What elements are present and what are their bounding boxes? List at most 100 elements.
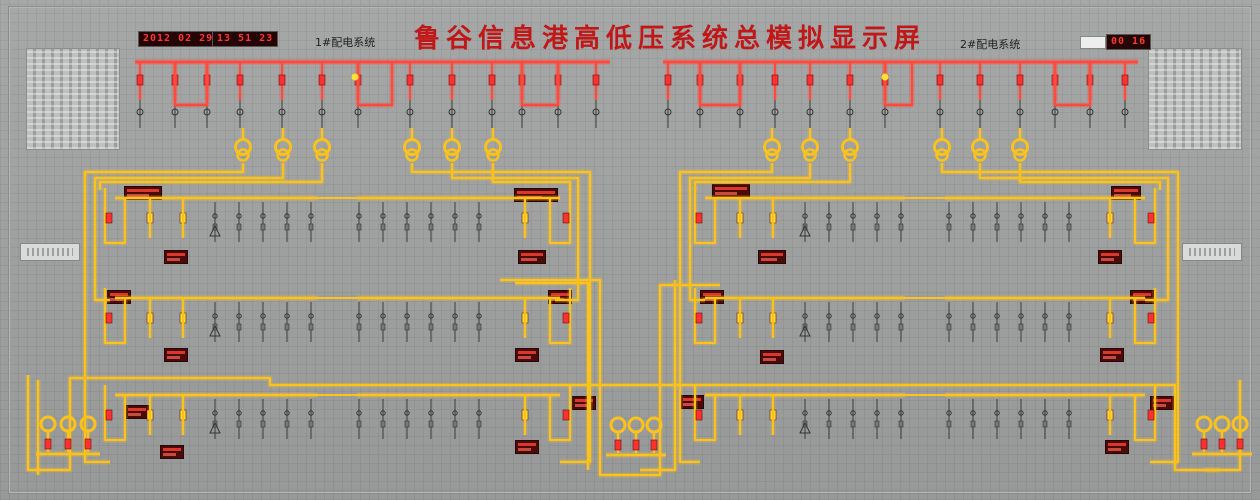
right-hv-ct-0 (664, 108, 672, 116)
center-generator-breaker-2 (650, 439, 658, 451)
meter-r5 (680, 395, 704, 409)
left-lv-2-feeder-1-switch (236, 323, 242, 331)
meter-l10 (515, 348, 539, 362)
left-lv-2-feeder-2-switch (260, 323, 266, 331)
right-lv-1-feeder-2-switch (850, 223, 856, 231)
cable-5 (491, 163, 572, 190)
left-lv-1-feeder-8-switch (404, 223, 410, 231)
left-transformer-0-ring2 (236, 148, 250, 162)
cable-10 (640, 280, 677, 472)
left-lv-2-incomer-breaker-a (105, 312, 113, 324)
right-hv-ct-11 (1086, 108, 1094, 116)
left-transformer-4-ring2 (445, 148, 459, 162)
cable-3 (410, 163, 592, 464)
left-lv-1-feeder-9-switch (428, 223, 434, 231)
left-hv-ct-2 (203, 108, 211, 116)
right-lv-3-feeder-1-switch (826, 420, 832, 428)
left-lv-3-feeder-11-switch (476, 420, 482, 428)
right-hv-breaker-7 (936, 74, 944, 86)
left-hv-ct-1 (171, 108, 179, 116)
left-lv-2-capacitor (209, 324, 221, 337)
left-hv-ct-8 (448, 108, 456, 116)
right-transformer-3-ring2 (935, 148, 949, 162)
meter-r2 (758, 250, 786, 264)
cable-2 (98, 163, 324, 190)
right-lv-3-feeder-11-switch (1066, 420, 1072, 428)
left-transformer-3-ring2 (405, 148, 419, 162)
panel-frame (8, 6, 1252, 494)
left-lv-1-feeder-1-ct (236, 213, 242, 219)
left-lv-1-feeder-8-ct (404, 213, 410, 219)
right-lv-1-feeder-10-ct (1042, 213, 1048, 219)
left-lv-1-feeder-11-switch (476, 223, 482, 231)
left-hv-breaker-12 (592, 74, 600, 86)
left-transformer-5-ring (484, 138, 502, 156)
right-hv-breaker-9 (1016, 74, 1024, 86)
right-lv-1-feeder-11-ct (1066, 213, 1072, 219)
panel-title: 鲁谷信息港高低压系统总模拟显示屏 (413, 24, 926, 54)
left-lv-1-feeder-1-switch (236, 223, 242, 231)
left-transformer-3-ring (403, 138, 421, 156)
right-hv-ct-12 (1121, 108, 1129, 116)
right-lv-1-feeder-4-ct (898, 213, 904, 219)
left-lv-1-incomer-breaker-a (105, 212, 113, 224)
right-vent-grid (1148, 48, 1242, 150)
right-generator-1 (1213, 415, 1231, 433)
cable-0 (83, 163, 245, 464)
left-transformer-4-ring (443, 138, 461, 156)
left-lv-1-feeder-10-switch (452, 223, 458, 231)
left-hv-ct-9 (488, 108, 496, 116)
right-hv-open-indicator (881, 73, 889, 81)
right-transformer-4-ring2 (973, 148, 987, 162)
left-hv-ct-4 (278, 108, 286, 116)
right-transformer-0-ring (763, 138, 781, 156)
left-lv-3-feeder-3-ct (284, 410, 290, 416)
cable-12 (688, 163, 812, 302)
center-generator-breaker-1 (632, 439, 640, 451)
right-lv-3-feeder-8-ct (994, 410, 1000, 416)
left-hv-breaker-4 (278, 74, 286, 86)
right-lv-1-feeder-6-ct (946, 213, 952, 219)
left-lv-1-feeder-11-ct (476, 213, 482, 219)
meter-r7 (1098, 250, 1122, 264)
left-hv-breaker-9 (488, 74, 496, 86)
left-transformer-1-ring (274, 138, 292, 156)
left-hv-ct-10 (518, 108, 526, 116)
right-lv-1-feeder-10-switch (1042, 223, 1048, 231)
right-hv-ct-2 (736, 108, 744, 116)
right-lv-2-feeder-8-switch (994, 323, 1000, 331)
left-generator-breaker-2 (84, 438, 92, 450)
right-lv-2-feeder-2-ct (850, 313, 856, 319)
left-hv-tie-2 (520, 62, 560, 107)
meter-l12 (515, 440, 539, 454)
left-lv-2-feeder-2-ct (260, 313, 266, 319)
right-lv-3-incomer-breaker-a (695, 409, 703, 421)
right-lv-2-feeder-3-ct (874, 313, 880, 319)
left-lv-3-feeder-8-switch (404, 420, 410, 428)
left-lv-1-feeder-9-ct (428, 213, 434, 219)
meter-l6 (160, 445, 184, 459)
left-lv-2-incomer-a (104, 288, 126, 344)
left-hv-breaker-7 (406, 74, 414, 86)
right-hv-ct-10 (1051, 108, 1059, 116)
right-hv-ct-5 (846, 108, 854, 116)
left-lv-1-feeder-3-ct (284, 213, 290, 219)
cable-1 (93, 163, 285, 302)
cable-14-glow (939, 163, 1181, 465)
left-lv-1-feeder-6-ct (356, 213, 362, 219)
left-lv-1-feeder-2-switch (260, 223, 266, 231)
meter-r1 (712, 184, 750, 198)
left-lv-2-feeder-4-ct (308, 313, 314, 319)
right-lv-3-feeder-11-ct (1066, 410, 1072, 416)
left-hv-ct-11 (554, 108, 562, 116)
left-lv-2-incomer-breaker-b (562, 312, 570, 324)
right-lv-3-feeder-6-switch (946, 420, 952, 428)
right-side-meter (1182, 243, 1242, 261)
cable-16 (1018, 163, 1162, 190)
left-transformer-5-ring2 (486, 148, 500, 162)
cable-11 (678, 163, 774, 464)
right-hv-breaker-0 (664, 74, 672, 86)
right-transformer-3-ring (933, 138, 951, 156)
right-hv-breaker-8 (976, 74, 984, 86)
